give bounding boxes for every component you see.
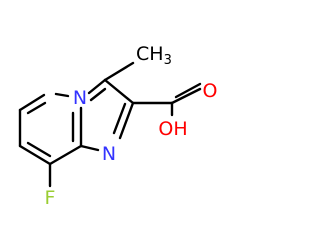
substituent-bonds xyxy=(48,61,202,188)
bond-n4-c5 xyxy=(54,92,70,98)
methyl-subscript: 3 xyxy=(164,53,172,68)
molecule-structure: N N F CH3 O OH xyxy=(18,43,218,209)
atom-methyl: CH3 xyxy=(136,43,172,68)
bond-c7-c8-double xyxy=(26,141,52,158)
atom-f: F xyxy=(45,187,56,209)
bond-n4-c3-double xyxy=(89,87,107,102)
bond-c5-c6-double xyxy=(26,101,47,115)
bond-n1-c8a xyxy=(79,144,100,152)
atom-n-imine: N xyxy=(102,143,116,165)
bond-c2-n1 xyxy=(118,101,135,140)
bond-c2-n1-double xyxy=(112,102,127,135)
atom-o-hydroxyl: OH xyxy=(158,118,187,140)
bond-c7-c8 xyxy=(18,144,52,166)
bond-carboxyl-o-double-a xyxy=(170,87,202,105)
atom-o-carbonyl: O xyxy=(203,80,218,102)
bond-carboxyl-o-double-b xyxy=(174,82,202,99)
imidazole-ring xyxy=(79,78,135,152)
bond-n4-c3 xyxy=(87,78,107,95)
bond-c3-methyl xyxy=(103,61,135,82)
methyl-text: CH xyxy=(136,43,164,65)
bond-c3-c2 xyxy=(103,78,135,105)
atom-n-ring: N xyxy=(73,87,87,109)
pyridine-ring xyxy=(18,92,83,166)
bond-c5-c6 xyxy=(18,93,46,112)
bond-c8-c8a xyxy=(48,144,83,166)
